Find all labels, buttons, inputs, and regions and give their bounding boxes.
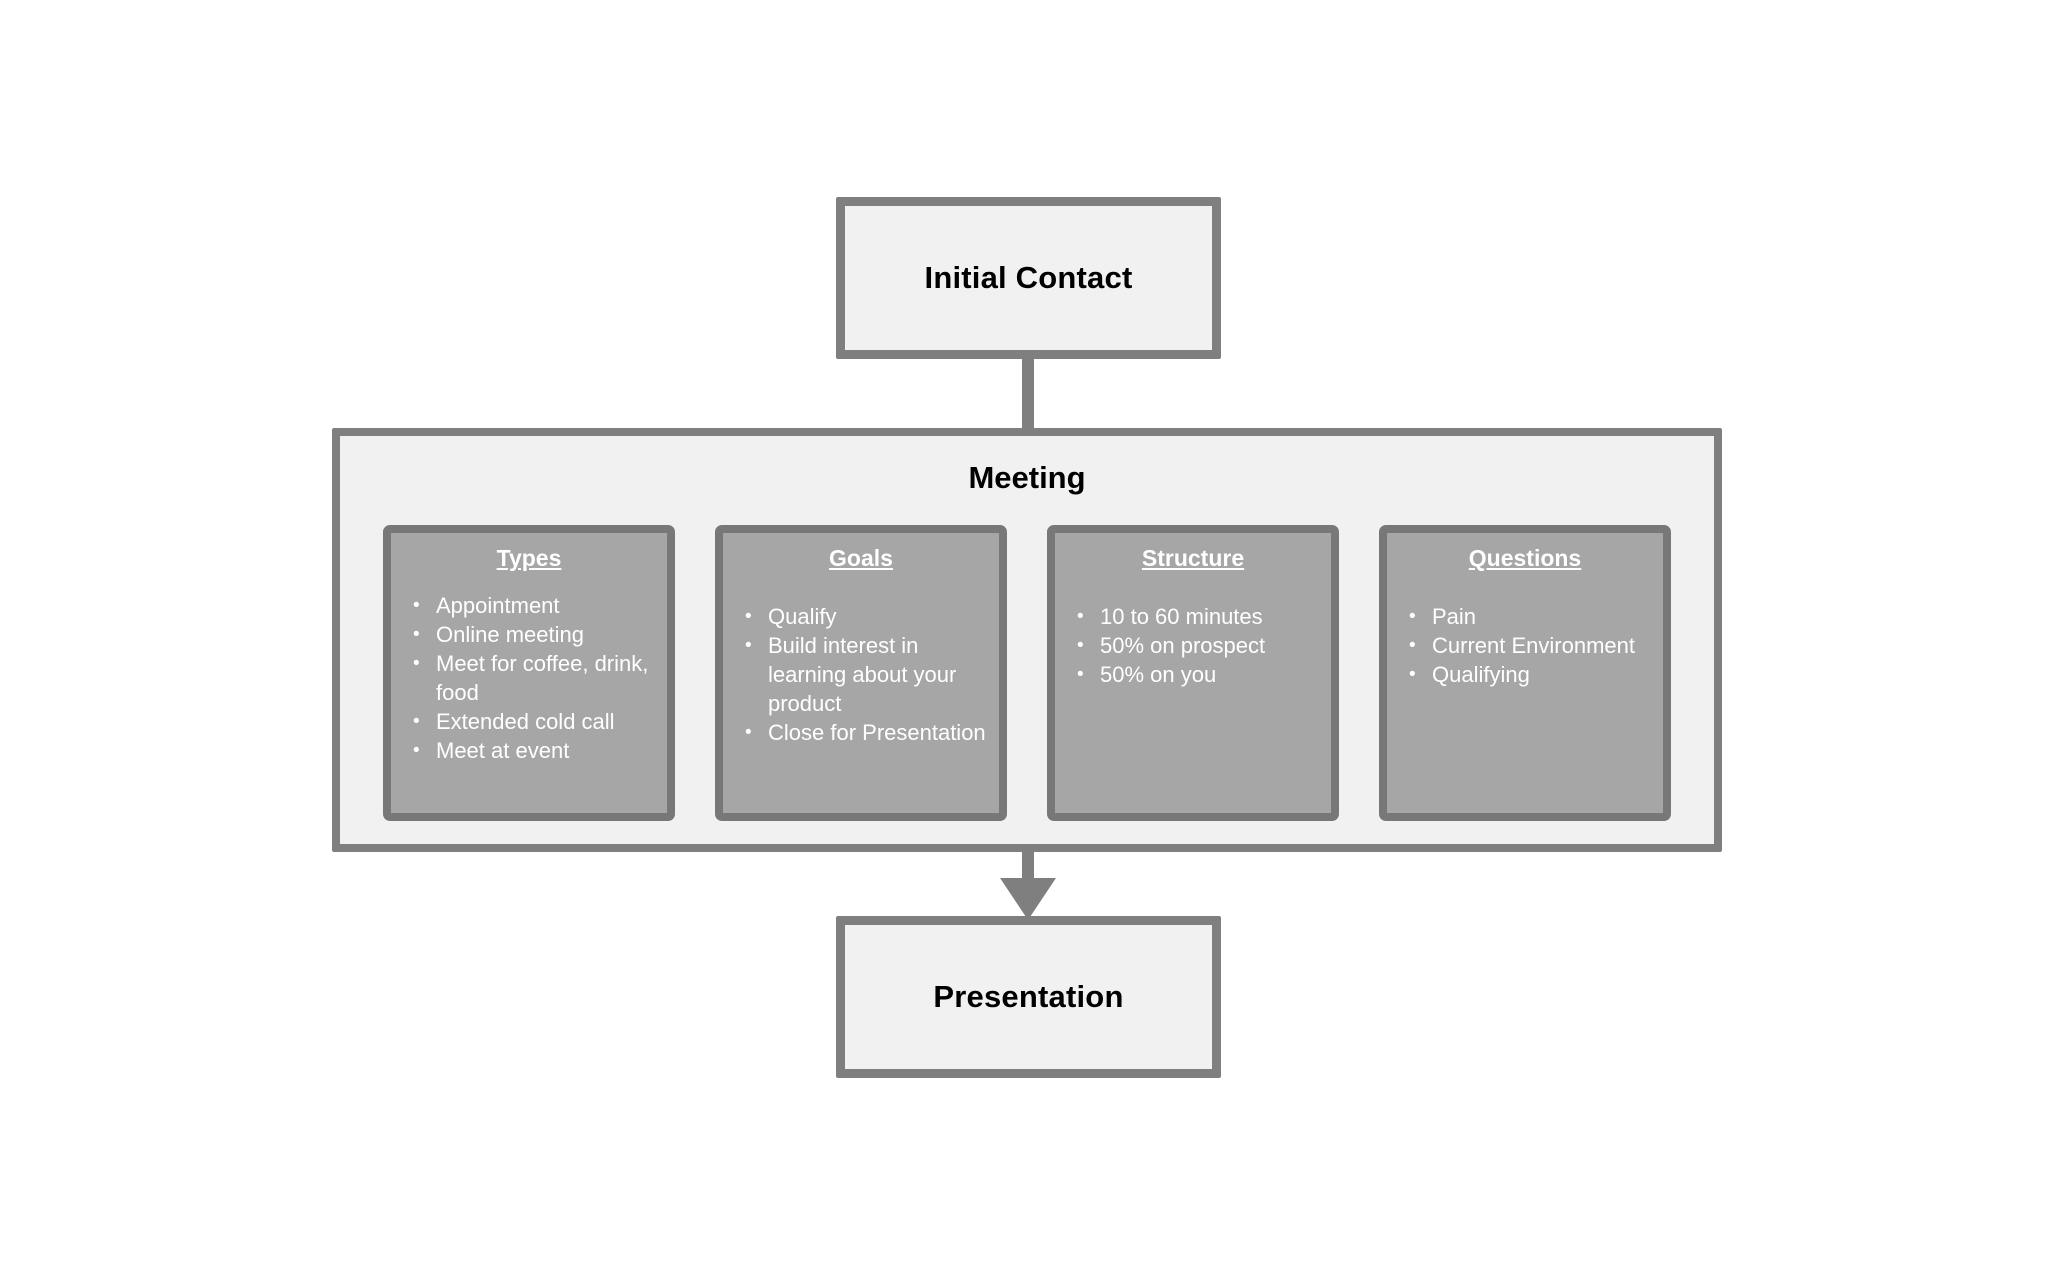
arrowhead-down-icon: [1000, 878, 1056, 920]
meeting-panel-row: Types Appointment Online meeting Meet fo…: [383, 525, 1671, 821]
list-item: Online meeting: [391, 620, 667, 649]
list-item: 50% on prospect: [1055, 631, 1331, 660]
list-item: Appointment: [391, 591, 667, 620]
list-item: Close for Presentation: [723, 718, 999, 747]
node-presentation[interactable]: Presentation: [836, 916, 1221, 1078]
panel-goals-title: Goals: [829, 545, 893, 571]
list-item: Meet for coffee, drink, food: [391, 649, 667, 707]
panel-goals-list: Qualify Build interest in learning about…: [723, 602, 999, 747]
panel-questions-title: Questions: [1468, 545, 1582, 571]
node-initial-contact-label: Initial Contact: [924, 259, 1133, 295]
connector-meeting-to-presentation-stem: [1022, 845, 1034, 882]
node-meeting-container[interactable]: Meeting Types Appointment Online meeting…: [332, 428, 1722, 852]
list-item: 50% on you: [1055, 660, 1331, 689]
panel-questions-list: Pain Current Environment Qualifying: [1387, 602, 1663, 689]
panel-structure-title: Structure: [1141, 545, 1245, 571]
panel-types[interactable]: Types Appointment Online meeting Meet fo…: [383, 525, 675, 821]
node-initial-contact[interactable]: Initial Contact: [836, 197, 1221, 359]
list-item: Meet at event: [391, 736, 667, 765]
connector-initial-to-meeting: [1022, 352, 1034, 434]
panel-questions[interactable]: Questions Pain Current Environment Quali…: [1379, 525, 1671, 821]
list-item: Extended cold call: [391, 707, 667, 736]
panel-structure-list: 10 to 60 minutes 50% on prospect 50% on …: [1055, 602, 1331, 689]
panel-types-title: Types: [496, 545, 562, 571]
panel-goals[interactable]: Goals Qualify Build interest in learning…: [715, 525, 1007, 821]
panel-structure[interactable]: Structure 10 to 60 minutes 50% on prospe…: [1047, 525, 1339, 821]
list-item: Current Environment: [1387, 631, 1663, 660]
list-item: Qualify: [723, 602, 999, 631]
panel-types-list: Appointment Online meeting Meet for coff…: [391, 591, 667, 765]
node-presentation-label: Presentation: [933, 978, 1124, 1014]
meeting-title: Meeting: [968, 460, 1086, 495]
list-item: 10 to 60 minutes: [1055, 602, 1331, 631]
list-item: Qualifying: [1387, 660, 1663, 689]
list-item: Build interest in learning about your pr…: [723, 631, 999, 718]
list-item: Pain: [1387, 602, 1663, 631]
